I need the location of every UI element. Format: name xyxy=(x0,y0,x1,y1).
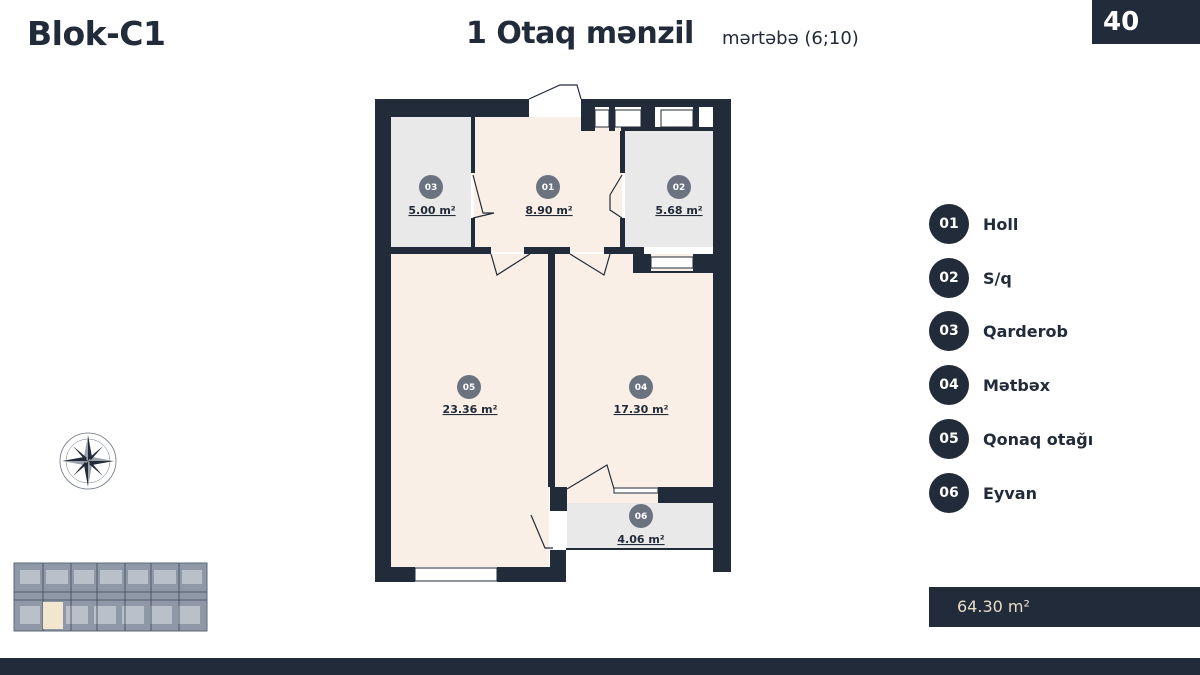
room-number-03: 03 xyxy=(425,183,438,193)
room-area-02: 5.68 m² xyxy=(655,204,702,217)
legend-badge: 03 xyxy=(929,311,969,351)
legend-badge: 04 xyxy=(929,365,969,405)
room-area-03: 5.00 m² xyxy=(408,204,455,217)
legend-badge: 06 xyxy=(929,473,969,513)
room-area-05: 23.36 m² xyxy=(443,403,498,416)
room-fill-kitchen xyxy=(555,254,713,487)
walls xyxy=(375,99,731,582)
room-labels: 03 5.00 m² 01 8.90 m² 02 5.68 m² 05 23.3… xyxy=(408,175,703,546)
room-area-04: 17.30 m² xyxy=(614,403,669,416)
page-number-badge: 40 xyxy=(1092,0,1200,44)
key-plan-highlight xyxy=(43,602,63,629)
doors xyxy=(472,84,623,549)
building-key-plan xyxy=(13,562,208,632)
legend-item-qonaq-otagi: 05 Qonaq otağı xyxy=(929,419,1093,459)
legend-label: Mətbəx xyxy=(983,375,1051,395)
room-number-04: 04 xyxy=(635,383,648,393)
room-fill-living-room xyxy=(391,254,549,567)
footer-bar xyxy=(0,658,1200,675)
legend-item-holl: 01 Holl xyxy=(929,204,1018,244)
legend-label: Eyvan xyxy=(983,483,1037,503)
legend-label: Holl xyxy=(983,214,1019,234)
legend-label: Qarderob xyxy=(983,321,1068,341)
legend-item-metbex: 04 Mətbəx xyxy=(929,365,1050,405)
room-number-02: 02 xyxy=(673,183,686,193)
legend-label: Qonaq otağı xyxy=(983,429,1094,449)
room-number-06: 06 xyxy=(635,512,648,522)
block-title: Blok-C1 xyxy=(27,14,166,53)
windows xyxy=(414,109,694,582)
legend-item-sq: 02 S/q xyxy=(929,258,1012,298)
floor-label: mərtəbə (6;10) xyxy=(722,28,859,49)
legend-label: S/q xyxy=(983,268,1012,288)
legend-badge: 02 xyxy=(929,258,969,298)
legend-badge: 05 xyxy=(929,419,969,459)
room-number-01: 01 xyxy=(542,183,555,193)
legend-item-eyvan: 06 Eyvan xyxy=(929,473,1037,513)
total-area-badge: 64.30 m² xyxy=(929,587,1200,627)
legend-item-qarderob: 03 Qarderob xyxy=(929,311,1068,351)
legend-badge: 01 xyxy=(929,204,969,244)
room-area-01: 8.90 m² xyxy=(525,204,572,217)
apartment-type-title: 1 Otaq mənzil xyxy=(466,16,694,51)
room-area-06: 4.06 m² xyxy=(617,533,664,546)
room-number-05: 05 xyxy=(463,383,476,393)
compass-rose-icon xyxy=(59,432,117,490)
